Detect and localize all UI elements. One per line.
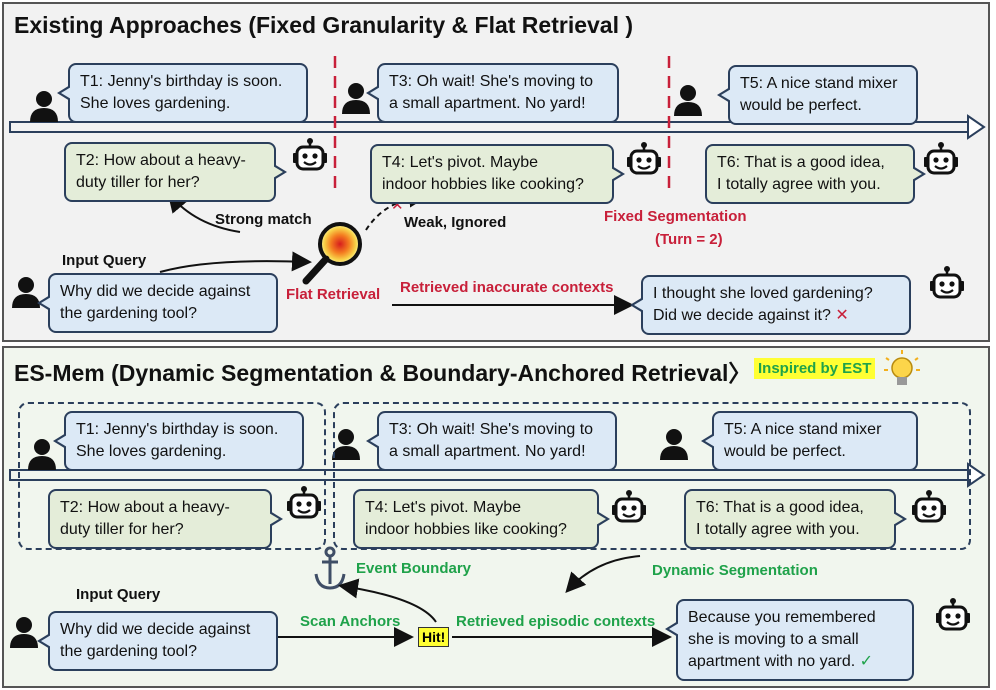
bubble-text: T2: How about a heavy-	[60, 499, 230, 516]
bubble-text: the gardening tool?	[60, 305, 197, 322]
bubble-text: T5: A nice stand mixer	[740, 75, 898, 92]
bubble-text-line: apartment with no yard. ✓	[688, 651, 902, 673]
bubble-text: I totally agree with you.	[696, 521, 860, 538]
user-icon	[674, 85, 702, 116]
user-icon	[30, 91, 58, 122]
bubble-text: T6: That is a good idea,	[696, 499, 864, 516]
dynamic-segmentation-label: Dynamic Segmentation	[652, 562, 818, 579]
bubble-text: apartment with no yard.	[688, 653, 856, 670]
bubble-text: she is moving to a small	[688, 631, 859, 648]
bubble-text: a small apartment. No yard!	[389, 95, 586, 112]
event-segment-box	[18, 402, 326, 550]
bottom-panel-title: ES-Mem (Dynamic Segmentation & Boundary-…	[14, 360, 752, 386]
bubble-text: a small apartment. No yard!	[389, 443, 586, 460]
event-segment-box	[333, 402, 971, 550]
lightbulb-icon	[884, 350, 920, 385]
input-query-label: Input Query	[62, 252, 147, 269]
bottom-turn-2-bubble: T2: How about a heavy- duty tiller for h…	[48, 489, 283, 549]
robot-icon	[625, 140, 663, 175]
top-answer-bubble: I thought she loved gardening? Did we de…	[630, 275, 911, 335]
bottom-turn-3-bubble: T3: Oh wait! She's moving to a small apa…	[366, 411, 617, 471]
top-query-bubble: Why did we decide against the gardening …	[37, 273, 278, 333]
user-icon	[12, 277, 40, 308]
weak-ignored-label: Weak, Ignored	[404, 214, 507, 231]
inspired-badge: Inspired by EST	[754, 358, 876, 379]
bubble-text: T5: A nice stand mixer	[724, 421, 882, 438]
cross-mark-icon: ✕	[835, 307, 849, 324]
query-to-retrieval-arrow	[159, 251, 312, 273]
bubble-text: T4: Let's pivot. Maybe	[365, 499, 522, 516]
bubble-text: Because you remembered	[688, 609, 876, 626]
bottom-query-bubble: Why did we decide against the gardening …	[37, 611, 278, 671]
dynamic-segmentation-arrow	[565, 555, 641, 593]
turn-size-label: (Turn = 2)	[655, 231, 723, 248]
bubble-text: T1: Jenny's birthday is soon.	[76, 421, 279, 438]
robot-icon	[934, 596, 972, 631]
bubble-text: She loves gardening.	[76, 443, 227, 460]
bubble-text: I thought she loved gardening?	[653, 285, 873, 302]
bottom-turn-6-bubble: T6: That is a good idea, I totally agree…	[684, 489, 907, 549]
top-turn-4-bubble: T4: Let's pivot. Maybe indoor hobbies li…	[370, 144, 625, 204]
bubble-text: would be perfect.	[724, 443, 846, 460]
anchor-icon	[314, 546, 346, 590]
bubble-text: Why did we decide against	[60, 621, 251, 638]
bubble-text: T3: Oh wait! She's moving to	[389, 421, 594, 438]
bubble-text: indoor hobbies like cooking?	[365, 521, 567, 538]
user-icon	[10, 617, 38, 648]
input-query-label: Input Query	[76, 586, 161, 603]
bubble-text: the gardening tool?	[60, 643, 197, 660]
robot-icon	[928, 264, 966, 299]
hit-badge: Hit!	[418, 627, 450, 647]
bubble-text: Why did we decide against	[60, 283, 251, 300]
bottom-turn-4-bubble: T4: Let's pivot. Maybe indoor hobbies li…	[353, 489, 610, 549]
bubble-text: T4: Let's pivot. Maybe	[382, 154, 539, 171]
bubble-text: duty tiller for her?	[76, 174, 200, 191]
scan-anchors-label: Scan Anchors	[300, 613, 401, 630]
magnifier-icon	[302, 222, 362, 285]
top-panel-title: Existing Approaches (Fixed Granularity &…	[14, 12, 634, 38]
top-turn-5-bubble: T5: A nice stand mixer would be perfect.	[717, 65, 918, 125]
bubble-text: T3: Oh wait! She's moving to	[389, 73, 594, 90]
bubble-text: She loves gardening.	[80, 95, 231, 112]
bubble-text: I totally agree with you.	[717, 176, 881, 193]
bottom-turn-5-bubble: T5: A nice stand mixer would be perfect.	[701, 411, 918, 471]
fixed-segmentation-label: Fixed Segmentation	[604, 208, 747, 225]
scan-anchors-arrow	[338, 578, 437, 623]
top-turn-6-bubble: T6: That is a good idea, I totally agree…	[705, 144, 926, 204]
bottom-turn-1-bubble: T1: Jenny's birthday is soon. She loves …	[53, 411, 304, 471]
bubble-text-line: Did we decide against it? ✕	[653, 305, 899, 327]
bubble-text: T1: Jenny's birthday is soon.	[80, 73, 283, 90]
bubble-text: T6: That is a good idea,	[717, 154, 885, 171]
top-turn-1-bubble: T1: Jenny's birthday is soon. She loves …	[57, 63, 308, 123]
bubble-text: duty tiller for her?	[60, 521, 184, 538]
bubble-text: T2: How about a heavy-	[76, 152, 246, 169]
bubble-text: Did we decide against it?	[653, 307, 831, 324]
strong-match-label: Strong match	[215, 211, 312, 228]
bubble-text: would be perfect.	[740, 97, 862, 114]
robot-icon	[291, 136, 329, 171]
flat-retrieval-label: Flat Retrieval	[286, 286, 381, 303]
bottom-answer-bubble: Because you remembered she is moving to …	[665, 599, 914, 681]
robot-icon	[922, 140, 960, 175]
retrieved-inaccurate-label: Retrieved inaccurate contexts	[400, 279, 614, 296]
retrieved-episodic-label: Retrieved episodic contexts	[456, 613, 656, 630]
check-mark-icon: ✓	[859, 653, 874, 670]
top-turn-3-bubble: T3: Oh wait! She's moving to a small apa…	[366, 63, 619, 123]
event-boundary-label: Event Boundary	[356, 560, 472, 577]
bubble-text: indoor hobbies like cooking?	[382, 176, 584, 193]
top-turn-2-bubble: T2: How about a heavy- duty tiller for h…	[64, 142, 287, 202]
